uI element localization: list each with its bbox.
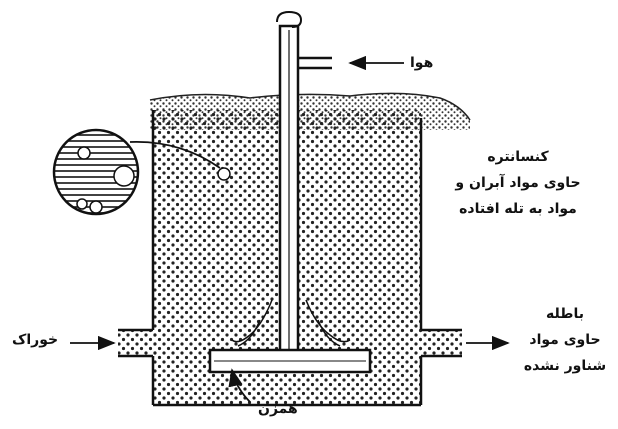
tank-walls [118, 110, 462, 407]
label-tailings: باطله حاوی مواد شناور نشده [515, 301, 615, 379]
air-inlet-pipe [298, 56, 332, 70]
flow-lines [231, 299, 351, 347]
label-impeller: همزن [258, 401, 298, 417]
label-concentrate-line2: حاوی مواد آبران و [455, 175, 581, 191]
label-feed: خوراک [12, 332, 59, 348]
impeller-arrow [228, 368, 251, 403]
magnified-bubble-detail [52, 128, 140, 216]
magnifier-leader [129, 141, 221, 169]
bubble-icon [217, 167, 231, 181]
label-concentrate-line3: مواد به تله افتاده [459, 201, 577, 217]
label-tailings-line1: باطله [546, 306, 584, 322]
label-tailings-line3: شناور نشده [523, 358, 607, 374]
label-tailings-line2: حاوی مواد [529, 332, 601, 348]
tailings-pipe [420, 330, 462, 356]
label-air: هوا [410, 55, 434, 71]
label-concentrate-line1: کنسانتره [487, 149, 549, 165]
label-concentrate: کنسانتره حاوی مواد آبران و مواد به تله ا… [448, 144, 588, 222]
rotation-icon [276, 10, 303, 28]
feed-pipe [118, 330, 156, 356]
